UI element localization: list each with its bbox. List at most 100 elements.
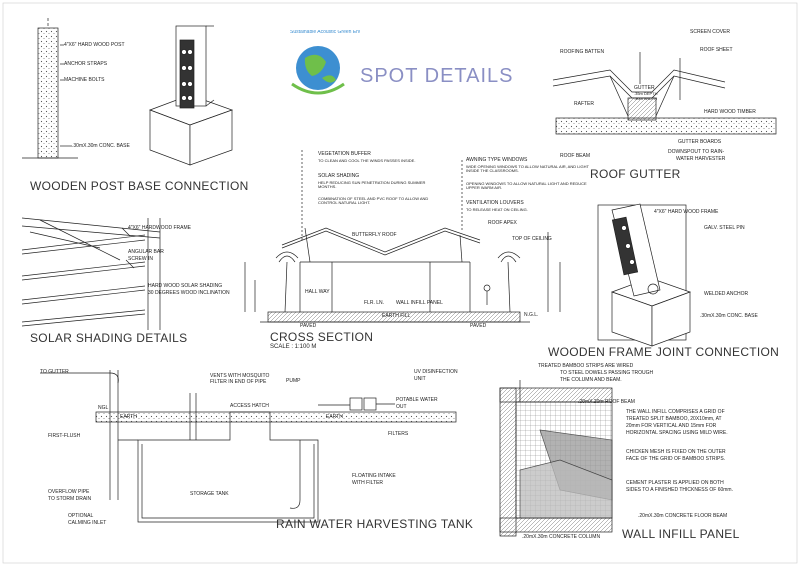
section-label: VENTILATION LOUVERS <box>466 200 524 206</box>
section-title: CROSS SECTION <box>270 330 374 344</box>
infill-label: TREATED SPLIT BAMBOO, 20X10mm, AT <box>626 416 722 422</box>
infill-label: THE WALL INFILL COMPRISES A GRID OF <box>626 409 725 415</box>
infill-label: .20mX.30m CONCRETE FLOOR BEAM <box>638 513 728 519</box>
section-label: SOLAR SHADING <box>318 173 360 179</box>
sheet-title: SPOT DETAILS <box>360 65 514 87</box>
section-label: PAVED <box>300 323 317 329</box>
infill-label: TO STEEL DOWELS PASSING TROUGH <box>560 370 654 376</box>
solar-label: 30 DEGREES WOOD INCLINATION <box>148 290 230 296</box>
logo-text: Sustainable Acoustic Green Environmental… <box>290 30 360 35</box>
tank-label: FLOATING INTAKE <box>352 473 396 479</box>
post-base-title: WOODEN POST BASE CONNECTION <box>30 179 249 193</box>
section-label: ROOF APEX <box>488 220 517 226</box>
section-label: TOP OF CEILING <box>512 236 552 242</box>
post-base-label: ANCHOR STRAPS <box>64 61 108 67</box>
infill-label: HORIZONTAL SPACING USING MILD WIRE. <box>626 430 728 436</box>
section-label: FLR. LN. <box>364 300 385 306</box>
wall-infill-detail <box>499 380 613 537</box>
gutter-label: ROOF BEAM <box>560 153 591 159</box>
section-scale: SCALE : 1:100 M <box>270 344 317 350</box>
gutter-label: DOWNSPOUT TO RAIN- <box>668 149 725 155</box>
tank-label: FILTERS <box>388 431 409 437</box>
section-label: HALL WAY <box>305 289 330 295</box>
joint-label: GALV. STEEL PIN <box>704 225 745 231</box>
solar-shading-detail <box>21 217 161 330</box>
infill-label: THE COLUMN AND BEAM. <box>560 377 622 383</box>
section-label: AWNING TYPE WINDOWS <box>466 157 528 163</box>
gutter-label: .35m DEPTH <box>634 91 658 96</box>
tank-label: OUT <box>396 404 407 410</box>
section-label: EARTH FILL <box>382 313 411 319</box>
gutter-label: GUTTER <box>634 85 655 91</box>
gutter-label: HARD WOOD TIMBER <box>704 109 756 115</box>
section-note: WIDE OPENING WINDOWS TO ALLOW NATURAL AI… <box>466 164 589 173</box>
tank-label: UNIT <box>414 376 426 382</box>
infill-label: .20mX.30m CONCRETE COLUMN <box>522 534 601 540</box>
tank-label: PUMP <box>286 378 301 384</box>
tank-label: FIRST-FLUSH <box>48 433 81 439</box>
section-note: TO CLEAN AND COOL THE WINDS PASSES INSID… <box>318 158 416 163</box>
solar-title: SOLAR SHADING DETAILS <box>30 331 188 345</box>
section-label: WALL INFILL PANEL <box>396 300 443 306</box>
tank-label: STORAGE TANK <box>190 491 229 497</box>
infill-label: SIDES TO A FINISHED THICKNESS OF 60mm. <box>626 487 733 493</box>
tank-label: OPTIONAL <box>68 513 94 519</box>
joint-label: .30mX.30m CONC. BASE <box>700 313 758 319</box>
solar-label: SCREW IN <box>128 256 153 262</box>
tank-label: UV DISINFECTION <box>414 369 458 375</box>
tank-label: FILTER IN END OF PIPE <box>210 379 267 385</box>
joint-label: WELDED ANCHOR <box>704 291 749 297</box>
solar-label: ANGULAR BAR <box>128 249 164 255</box>
infill-label: CHICKEN MESH IS FIXED ON THE OUTER <box>626 449 726 455</box>
section-label: BUTTERFLY ROOF <box>352 232 397 238</box>
tank-label: POTABLE WATER <box>396 397 438 403</box>
tank-label: TO STORM DRAIN <box>48 496 92 502</box>
section-note: HELP REDUCING SUN PENETRATION DURING SUM… <box>318 180 426 189</box>
tank-label: VENTS WITH MOSQUITO <box>210 373 270 379</box>
gutter-title: ROOF GUTTER <box>590 167 681 181</box>
infill-label: 20mm FOR VERTICAL AND 15mm FOR <box>626 423 717 429</box>
infill-label: TREATED BAMBOO STRIPS ARE WIRED <box>538 363 634 369</box>
infill-title: WALL INFILL PANEL <box>622 527 740 541</box>
gutter-label: .30m WIDTH <box>634 96 658 101</box>
tank-label: WITH FILTER <box>352 480 384 486</box>
gutter-label: GUTTER BOARDS <box>678 139 722 145</box>
section-label: N.G.L. <box>524 312 539 318</box>
cross-section-detail <box>244 150 561 323</box>
tank-label: EARTH <box>326 414 343 420</box>
infill-label: .20mX.20m ROOF BEAM <box>578 399 635 405</box>
tank-title: RAIN WATER HARVESTING TANK <box>276 517 474 531</box>
gutter-label: ROOFING BATTEN <box>560 49 605 55</box>
gutter-label: RAFTER <box>574 101 594 107</box>
post-base-detail <box>22 18 234 166</box>
infill-label: FACE OF THE GRID OF BAMBOO STRIPS. <box>626 456 726 462</box>
solar-label: HARD WOOD SOLAR SHADING <box>148 283 223 289</box>
section-note: OPENING WINDOWS TO ALLOW NATURAL LIGHT A… <box>466 181 587 190</box>
section-note: TO RELEASE HEAT ON CEILING. <box>466 207 528 212</box>
gutter-label: ROOF SHEET <box>700 47 733 53</box>
post-base-label: .30mX.30m CONC. BASE <box>72 143 130 149</box>
post-base-label: 4"X6" HARD WOOD POST <box>64 42 125 48</box>
section-label: PAVED <box>470 323 487 329</box>
tank-detail <box>40 370 457 523</box>
frame-joint-detail <box>597 203 692 347</box>
infill-label: CEMENT PLASTER IS APPLIED ON BOTH <box>626 480 724 486</box>
gutter-label: WATER HARVESTER <box>676 156 726 162</box>
joint-title: WOODEN FRAME JOINT CONNECTION <box>548 345 780 359</box>
section-note: COMBINATION OF STEEL AND PVC ROOF TO ALL… <box>318 196 429 205</box>
tank-label: OVERFLOW PIPE <box>48 489 90 495</box>
tank-label: CALMING INLET <box>68 520 107 526</box>
tank-label: ACCESS HATCH <box>230 403 269 409</box>
tank-label: EARTH <box>120 414 137 420</box>
tank-label: TO GUTTER <box>40 369 69 375</box>
solar-label: 4"X6" HARDWOOD FRAME <box>128 225 192 231</box>
tank-label: NGL <box>98 405 109 411</box>
roof-gutter-detail <box>552 52 777 135</box>
gutter-label: SCREEN COVER <box>690 29 731 35</box>
section-label: VEGETATION BUFFER <box>318 151 371 157</box>
joint-label: 4"X6" HARD WOOD FRAME <box>654 209 719 215</box>
